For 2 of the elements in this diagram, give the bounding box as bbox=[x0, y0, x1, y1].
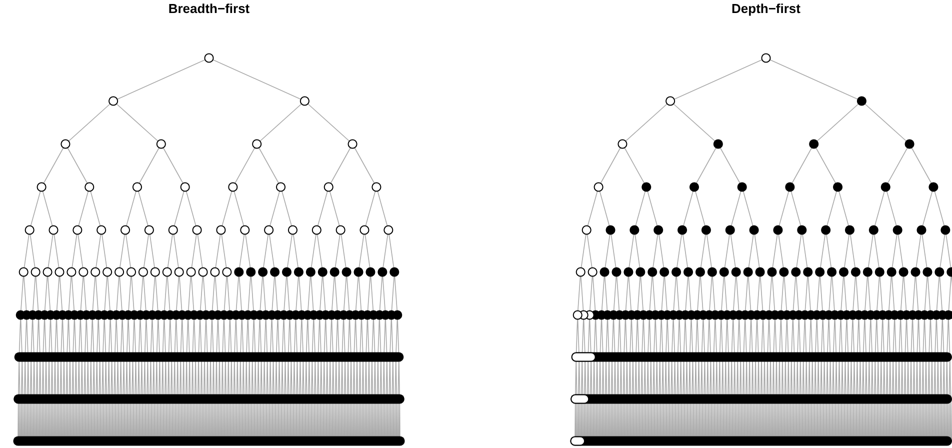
chart-title: Depth−first bbox=[732, 1, 800, 16]
chart-title: Breadth−first bbox=[168, 1, 250, 16]
